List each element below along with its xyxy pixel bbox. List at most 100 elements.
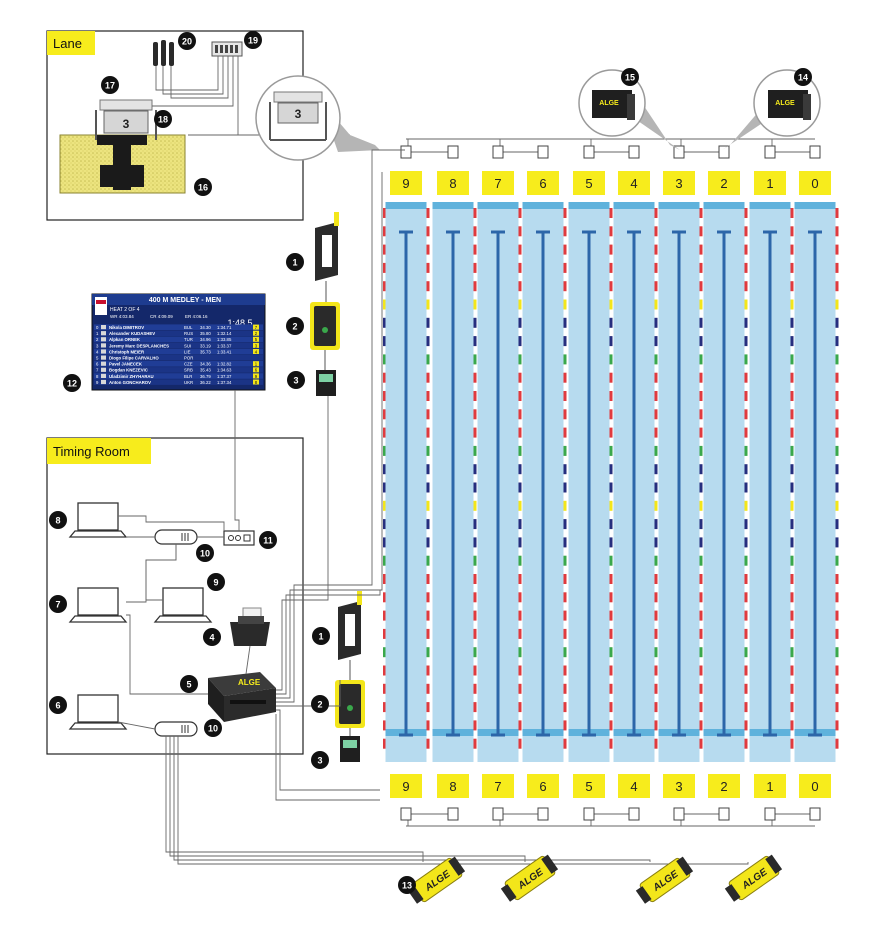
rope-marker bbox=[610, 263, 613, 273]
touchpad-connector bbox=[765, 808, 775, 820]
rope-marker bbox=[474, 245, 477, 255]
rope-marker bbox=[610, 464, 613, 474]
rope-marker bbox=[427, 739, 430, 749]
rope-marker bbox=[700, 519, 703, 529]
start-device-bottom bbox=[335, 591, 365, 762]
rope-marker bbox=[474, 556, 477, 566]
rope-marker bbox=[519, 300, 522, 310]
rope-marker bbox=[519, 318, 522, 328]
rope-marker bbox=[655, 556, 658, 566]
lane-number: 6 bbox=[539, 176, 546, 191]
rope-marker bbox=[836, 281, 839, 291]
rope-marker bbox=[791, 208, 794, 218]
rope-marker bbox=[474, 226, 477, 236]
touchpad-connector bbox=[719, 808, 729, 820]
scoreboard-split: 33.19 bbox=[200, 343, 211, 348]
bottom-lane-box: 9 bbox=[390, 774, 422, 798]
rope-marker bbox=[474, 647, 477, 657]
lane-number: 5 bbox=[585, 176, 592, 191]
rope-marker bbox=[610, 391, 613, 401]
rope-marker bbox=[474, 739, 477, 749]
top-lane-box: 8 bbox=[437, 171, 469, 195]
rope-marker bbox=[745, 318, 748, 328]
callout-badge: 17 bbox=[101, 76, 119, 94]
rope-marker bbox=[700, 629, 703, 639]
rope-marker bbox=[564, 647, 567, 657]
bottom-lane-box: 7 bbox=[482, 774, 514, 798]
scoreboard-row: 7Bogdan KNEZEVICSRB35.431:34.636 bbox=[94, 367, 263, 373]
rope-marker bbox=[564, 720, 567, 730]
rope-marker bbox=[427, 226, 430, 236]
rope-marker bbox=[655, 245, 658, 255]
scoreboard-er: ER 4:06.16 bbox=[185, 314, 208, 319]
touchpad-connector bbox=[538, 146, 548, 158]
scoreboard-nation: LIE bbox=[184, 349, 191, 354]
rope-marker bbox=[745, 684, 748, 694]
rope-marker bbox=[427, 556, 430, 566]
rope-marker bbox=[700, 647, 703, 657]
callout-badge: 15 bbox=[621, 68, 639, 86]
callout-number: 19 bbox=[248, 36, 258, 46]
rope-marker bbox=[474, 354, 477, 364]
lane-number: 3 bbox=[675, 176, 682, 191]
rope-marker bbox=[836, 208, 839, 218]
touchpad-connector bbox=[493, 808, 503, 820]
lane-number: 8 bbox=[449, 176, 456, 191]
pool-lane bbox=[569, 202, 610, 762]
callout-number: 8 bbox=[55, 516, 60, 526]
scoreboard-split: 36.22 bbox=[200, 380, 211, 385]
rope-marker bbox=[791, 720, 794, 730]
bottom-lane-box: 2 bbox=[708, 774, 740, 798]
rope-marker bbox=[474, 611, 477, 621]
callout-number: 16 bbox=[198, 183, 208, 193]
rope-marker bbox=[474, 300, 477, 310]
lane-number: 3 bbox=[675, 779, 682, 794]
rope-marker bbox=[836, 519, 839, 529]
lane-number: 1 bbox=[766, 779, 773, 794]
rope-marker bbox=[836, 464, 839, 474]
scoreboard-nation: RUS bbox=[184, 331, 193, 336]
rope-marker bbox=[519, 684, 522, 694]
lane-number: 9 bbox=[402, 176, 409, 191]
rope-marker bbox=[655, 226, 658, 236]
rope-marker bbox=[791, 409, 794, 419]
rope-marker bbox=[791, 501, 794, 511]
rope-marker bbox=[836, 300, 839, 310]
callout-badge: 4 bbox=[203, 628, 221, 646]
rope-marker bbox=[427, 281, 430, 291]
rope-marker bbox=[519, 446, 522, 456]
rope-marker bbox=[474, 592, 477, 602]
rope-marker bbox=[791, 592, 794, 602]
rope-marker bbox=[474, 702, 477, 712]
callout-number: 17 bbox=[105, 81, 115, 91]
scoreboard-cr: CR 4:09.09 bbox=[150, 314, 173, 319]
rope-marker bbox=[791, 556, 794, 566]
scoreboard-time: 1:37.37 bbox=[217, 374, 232, 379]
rope-marker bbox=[519, 428, 522, 438]
callout-number: 4 bbox=[209, 633, 214, 643]
rope-marker bbox=[564, 483, 567, 493]
rope-marker bbox=[655, 501, 658, 511]
rope-marker bbox=[700, 409, 703, 419]
rope-marker bbox=[427, 592, 430, 602]
rope-marker bbox=[474, 720, 477, 730]
top-lane-box: 6 bbox=[527, 171, 559, 195]
rope-marker bbox=[564, 318, 567, 328]
rope-marker bbox=[519, 409, 522, 419]
timing-room-label: Timing Room bbox=[53, 444, 130, 459]
callout-number: 2 bbox=[292, 322, 297, 332]
rope-marker bbox=[745, 592, 748, 602]
bottom-lane-box: 1 bbox=[754, 774, 786, 798]
rope-marker bbox=[564, 336, 567, 346]
callout-number: 5 bbox=[186, 680, 191, 690]
callout-badge: 12 bbox=[63, 374, 81, 392]
lane-number: 0 bbox=[811, 176, 818, 191]
scoreboard-name: Jeremy Marc DESPLANCHES bbox=[109, 343, 169, 348]
scoreboard-time: 1:34.63 bbox=[217, 368, 232, 373]
rope-marker bbox=[700, 281, 703, 291]
rope-marker bbox=[655, 336, 658, 346]
rope-marker bbox=[610, 300, 613, 310]
rope-marker bbox=[610, 208, 613, 218]
rope-marker bbox=[791, 354, 794, 364]
rope-marker bbox=[427, 537, 430, 547]
